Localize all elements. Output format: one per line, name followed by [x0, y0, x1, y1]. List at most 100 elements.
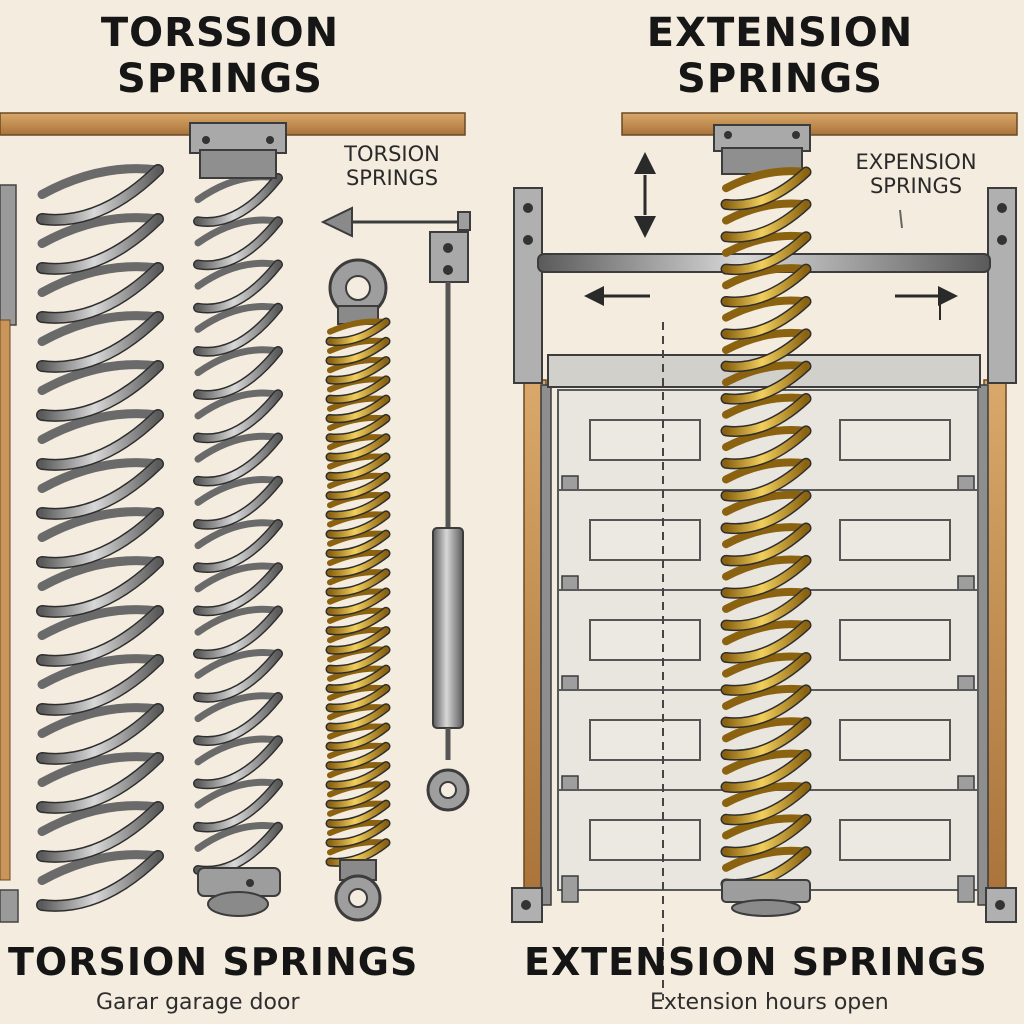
coil-front-strand	[722, 556, 810, 598]
left-edge-rail	[0, 319, 11, 881]
coil-back-strand	[194, 778, 282, 809]
door-hinge	[957, 875, 975, 903]
coil-front-strand	[327, 531, 389, 557]
right-inset-label: EXPENSION SPRINGS	[826, 150, 1006, 198]
left-edge-bracket	[0, 184, 17, 326]
coil-front-strand	[327, 357, 389, 384]
door-panel-inset	[589, 519, 701, 561]
coil-back-strand	[194, 692, 282, 723]
coil-front-strand	[327, 627, 389, 654]
door-panel-inset	[839, 619, 951, 661]
coil-front-strand	[327, 434, 389, 461]
coil-front-strand	[37, 606, 163, 666]
coil-front-strand	[194, 434, 282, 485]
coil-back-strand	[37, 360, 163, 395]
right-title-line2: SPRINGS	[677, 56, 883, 102]
coil-front-strand	[37, 753, 163, 813]
coil-back-strand	[194, 649, 282, 679]
coil-back-strand	[37, 850, 163, 885]
coil-front-strand	[722, 459, 810, 501]
coil-back-strand	[37, 213, 163, 248]
coil-front-strand	[327, 511, 389, 538]
gold-spring-top-bracket	[713, 124, 811, 175]
coil-front-strand	[37, 165, 163, 225]
coil-front-strand	[37, 263, 163, 323]
left-title-line2: SPRINGS	[117, 56, 323, 102]
coil-front-strand	[327, 646, 389, 673]
coil-back-strand	[722, 167, 810, 193]
coil-front-strand	[327, 820, 389, 847]
coil-front-strand	[37, 851, 163, 911]
coil-front-strand	[722, 362, 810, 404]
left-inset-label: TORSION SPRINGS	[312, 142, 472, 190]
gold-spring-bottom-cap	[721, 879, 811, 917]
coil-front-strand	[194, 217, 282, 269]
coil-front-strand	[37, 802, 163, 862]
right-inset-label-line1: EXPENSION	[855, 150, 977, 174]
coil-front-strand	[194, 174, 282, 226]
coil-front-strand	[194, 607, 282, 658]
coil-front-strand	[722, 200, 810, 242]
coil-front-strand	[327, 376, 389, 403]
coil-front-strand	[37, 557, 163, 617]
coil-front-strand	[327, 685, 389, 712]
door-panel-inset	[589, 619, 701, 661]
coil-back-strand	[722, 296, 810, 322]
coil-front-strand	[327, 473, 389, 499]
coil-front-strand	[194, 520, 282, 572]
left-edge-foot	[0, 889, 19, 923]
coil-front-strand	[327, 319, 389, 345]
coil-front-strand	[722, 491, 810, 533]
coil-front-strand	[722, 265, 810, 307]
coil-front-strand	[194, 693, 282, 745]
door-panel-inset	[589, 419, 701, 461]
coil-front-strand	[722, 329, 810, 371]
coil-front-strand	[327, 704, 389, 731]
coil-front-strand	[722, 232, 810, 274]
coil-back-strand	[194, 735, 282, 766]
coil-front-strand	[722, 588, 810, 630]
left-inset-label-line2: SPRINGS	[345, 166, 439, 190]
coil-back-strand	[37, 311, 163, 346]
door-left-track	[511, 187, 552, 923]
coil-front-strand	[327, 415, 389, 442]
coil-front-strand	[327, 743, 389, 769]
coil-back-strand	[194, 822, 282, 852]
coil-front-strand	[327, 338, 389, 364]
coil-front-strand	[722, 168, 810, 209]
left-bottom-title: TORSION SPRINGS	[8, 940, 419, 984]
coil-back-strand	[722, 620, 810, 646]
coil-front-strand	[327, 801, 389, 827]
coil-back-strand	[722, 523, 810, 549]
coil-back-strand	[194, 303, 282, 333]
left-arrow-icon	[320, 206, 471, 238]
medium-spring-top-bracket	[189, 122, 287, 179]
coil-back-strand	[194, 432, 282, 463]
coil-back-strand	[37, 262, 163, 297]
coil-front-strand	[722, 750, 810, 792]
coil-back-strand	[37, 556, 163, 591]
door-hinge	[561, 875, 579, 903]
coil-front-strand	[327, 839, 389, 866]
medium-spring-bottom-fitting	[197, 867, 281, 917]
coil-back-strand	[37, 458, 163, 493]
right-title-line1: EXTENSION	[646, 10, 914, 56]
small-down-tick-icon	[899, 209, 903, 229]
left-inset-label-line1: TORSION	[344, 142, 440, 166]
coil-back-strand	[37, 752, 163, 787]
vertical-double-arrow-icon	[634, 152, 656, 238]
coil-back-strand	[722, 328, 810, 354]
coil-front-strand	[722, 782, 810, 824]
extension-rod-assembly	[426, 231, 470, 812]
coil-front-strand	[194, 390, 282, 442]
coil-front-strand	[37, 214, 163, 274]
left-caption: Garar garage door	[96, 990, 300, 1015]
right-panel-right-arrow-icon	[895, 286, 958, 320]
coil-back-strand	[194, 346, 282, 377]
coil-back-strand	[37, 409, 163, 444]
coil-front-strand	[327, 396, 389, 422]
coil-front-strand	[327, 762, 389, 789]
coil-back-strand	[37, 703, 163, 738]
